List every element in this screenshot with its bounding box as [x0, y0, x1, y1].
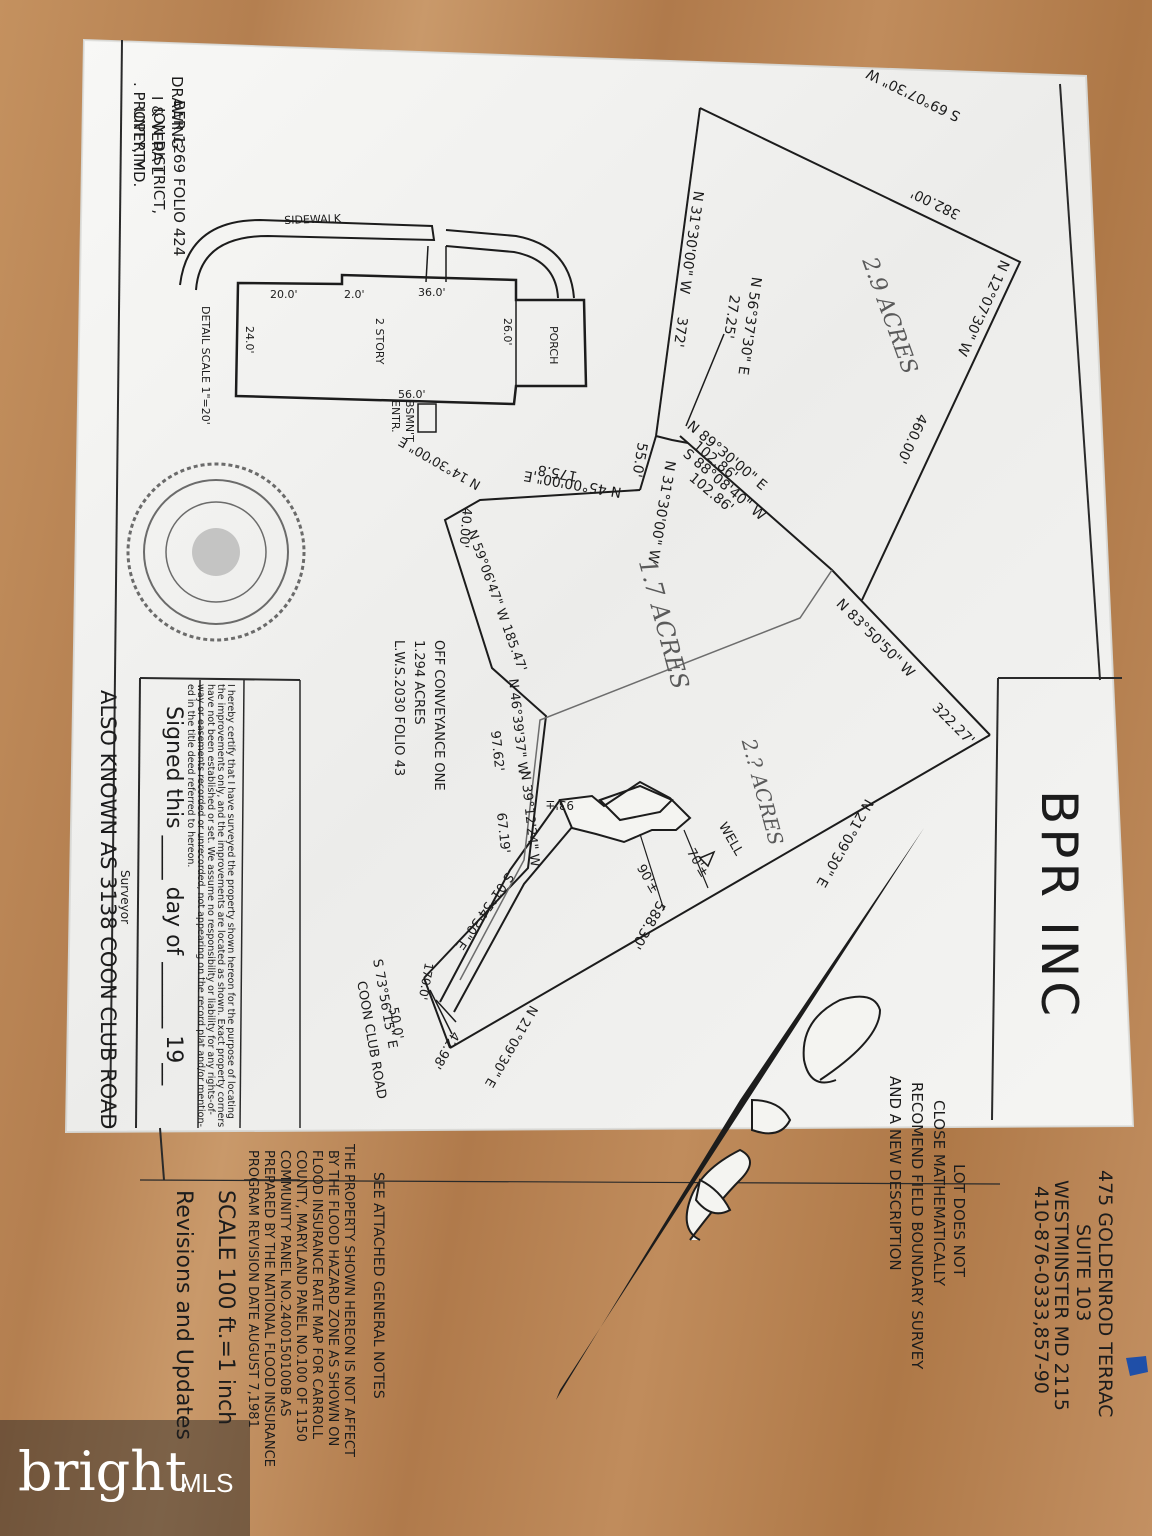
- flood-note-line: COMMUNITY PANEL NO.2400150100B AS: [277, 1150, 292, 1417]
- flood-note-line: PROGRAM REVISION DATE AUGUST 7,1981: [245, 1150, 260, 1428]
- certification-line: way or easements recorded or unrecorded,…: [195, 684, 206, 1127]
- flood-note-line: PREPARED BY THE NATIONAL FLOOD INSURANCE: [261, 1150, 276, 1467]
- note-line: LOT DOES NOT: [950, 1164, 968, 1277]
- dimension-label: 20.0': [270, 288, 298, 301]
- bright-mls-watermark: bright MLS: [0, 1420, 250, 1536]
- mls-logo-text: MLS: [180, 1468, 234, 1498]
- north-arrow: [556, 828, 924, 1400]
- dimension-label: 24.0': [243, 326, 256, 354]
- company-suite: SUITE 103: [1072, 1224, 1094, 1322]
- certification-line: ed in the title deed referred to hereon.: [185, 684, 196, 868]
- title-block-line: BER 1269 FOLIO 424: [170, 100, 188, 257]
- entr-label: ENTR.: [389, 400, 402, 433]
- bright-logo-text: bright: [18, 1440, 187, 1503]
- company-phone: 410-876-0333,857-90: [1030, 1186, 1052, 1394]
- dimension-label: 26.0': [501, 318, 514, 346]
- see-attached-note: SEE ATTACHED GENERAL NOTES: [370, 1172, 386, 1399]
- detail-scale-label: DETAIL SCALE 1"=20': [199, 306, 212, 425]
- flood-note-line: BY THE FLOOD HAZARD ZONE AS SHOWN ON: [325, 1150, 340, 1447]
- dimension-label: 2.0': [344, 288, 365, 301]
- signed-line: Signed this ____ day of ______ 19__: [161, 706, 186, 1086]
- two-story-label: 2 STORY: [373, 318, 386, 365]
- dimension-label: 36.0': [418, 286, 446, 299]
- scale-label: SCALE 100 ft.=1 inch: [213, 1190, 238, 1426]
- distance-label: 93'±: [545, 798, 574, 812]
- title-block-line: UNTY, MD.: [130, 108, 148, 188]
- note-line: RECOMEND FIELD BOUNDARY SURVEY: [908, 1082, 926, 1370]
- off-conveyance-line: 1.294 ACRES: [411, 640, 426, 725]
- note-line: AND A NEW DESCRIPTION: [886, 1076, 904, 1271]
- sidewalk-label: SIDEWALK: [284, 212, 342, 227]
- surveyor-seal: [126, 462, 306, 642]
- flood-note-line: THE PROPERTY SHOWN HEREON IS NOT AFFECT: [341, 1144, 356, 1457]
- company-name: BPR INC: [1030, 790, 1088, 1021]
- off-conveyance-line: OFF CONVEYANCE ONE: [431, 640, 446, 791]
- off-conveyance-line: L.W.S.2030 FOLIO 43: [391, 640, 406, 777]
- porch-label: PORCH: [547, 326, 560, 365]
- title-block-line: ION DISTRICT,: [150, 108, 168, 215]
- certification-line: have not been established or set. We ass…: [205, 684, 216, 1115]
- flood-note-line: FLOOD INSURANCE RATE MAP FOR CARROLL: [309, 1150, 324, 1440]
- certification-line: I hereby certify that I have surveyed th…: [225, 684, 236, 1119]
- dimension-label: 56.0': [398, 388, 426, 401]
- company-address: 475 GOLDENROD TERRAC: [1094, 1170, 1116, 1418]
- revisions-label: Revisions and Updates: [171, 1190, 196, 1440]
- certification-line: the improvements only, and the improveme…: [215, 684, 226, 1128]
- company-city: WESTMINSTER MD 2115: [1050, 1180, 1072, 1411]
- also-known-as: ALSO KNOWN AS 3138 COON CLUB ROAD: [96, 690, 120, 1130]
- note-line: CLOSE MATHEMATICALLY: [930, 1100, 948, 1287]
- flood-note-line: COUNTY, MARYLAND PANEL NO.100 OF 1150: [293, 1150, 308, 1442]
- surveyor-label: Surveyor: [118, 870, 132, 925]
